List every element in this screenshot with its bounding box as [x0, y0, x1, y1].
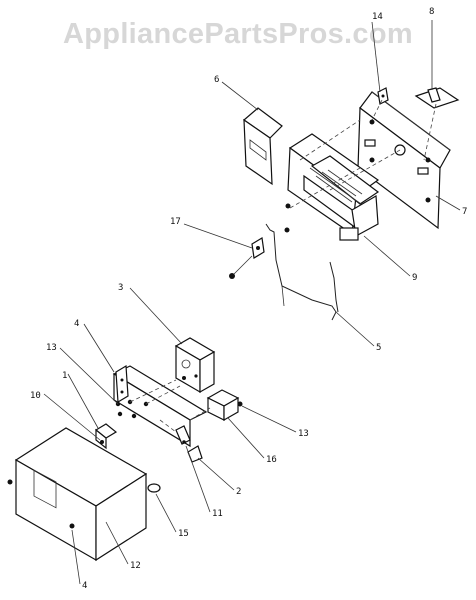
callout-10: 10: [30, 391, 41, 401]
motor-housing-part-3: [174, 337, 216, 394]
callout-6: 6: [214, 75, 219, 85]
bracket-part-11: [175, 425, 191, 445]
bracket-part-17: [229, 237, 265, 279]
callout-1: 1: [62, 371, 67, 381]
ice-maker-body-part-9: [284, 133, 380, 241]
mounting-plate-part-7: [357, 91, 451, 230]
cover-part-12: [7, 427, 148, 562]
callout-4-lower: 4: [82, 581, 87, 591]
thermostat-part-10: [100, 440, 104, 444]
clip-part-14: [377, 87, 389, 105]
callout-16: 16: [266, 455, 277, 465]
callout-4-upper: 4: [74, 319, 79, 329]
callout-17: 17: [170, 217, 181, 227]
callout-11: 11: [212, 509, 223, 519]
wire-harness-part-5: [265, 223, 339, 321]
callout-3: 3: [118, 283, 123, 293]
leader-lines: [43, 20, 461, 585]
callout-8: 8: [429, 7, 434, 17]
watermark: AppliancePartsPros.com: [63, 18, 413, 50]
module-part-16: [206, 389, 243, 422]
loop-part-15: [147, 483, 161, 493]
callout-12: 12: [130, 561, 141, 571]
callout-13-lower: 13: [298, 429, 309, 439]
bracket-part-8: [414, 87, 460, 109]
callout-14: 14: [372, 12, 383, 22]
callout-13-upper: 13: [46, 343, 57, 353]
callout-9: 9: [412, 273, 417, 283]
callout-15: 15: [178, 529, 189, 539]
switch-part-1: [94, 423, 118, 450]
callout-2: 2: [236, 487, 241, 497]
callout-5: 5: [376, 343, 381, 353]
screws-part-13: [115, 379, 181, 419]
insulation-part-6: [243, 107, 283, 186]
frame-part-4: [112, 364, 208, 448]
callout-7: 7: [462, 207, 467, 217]
